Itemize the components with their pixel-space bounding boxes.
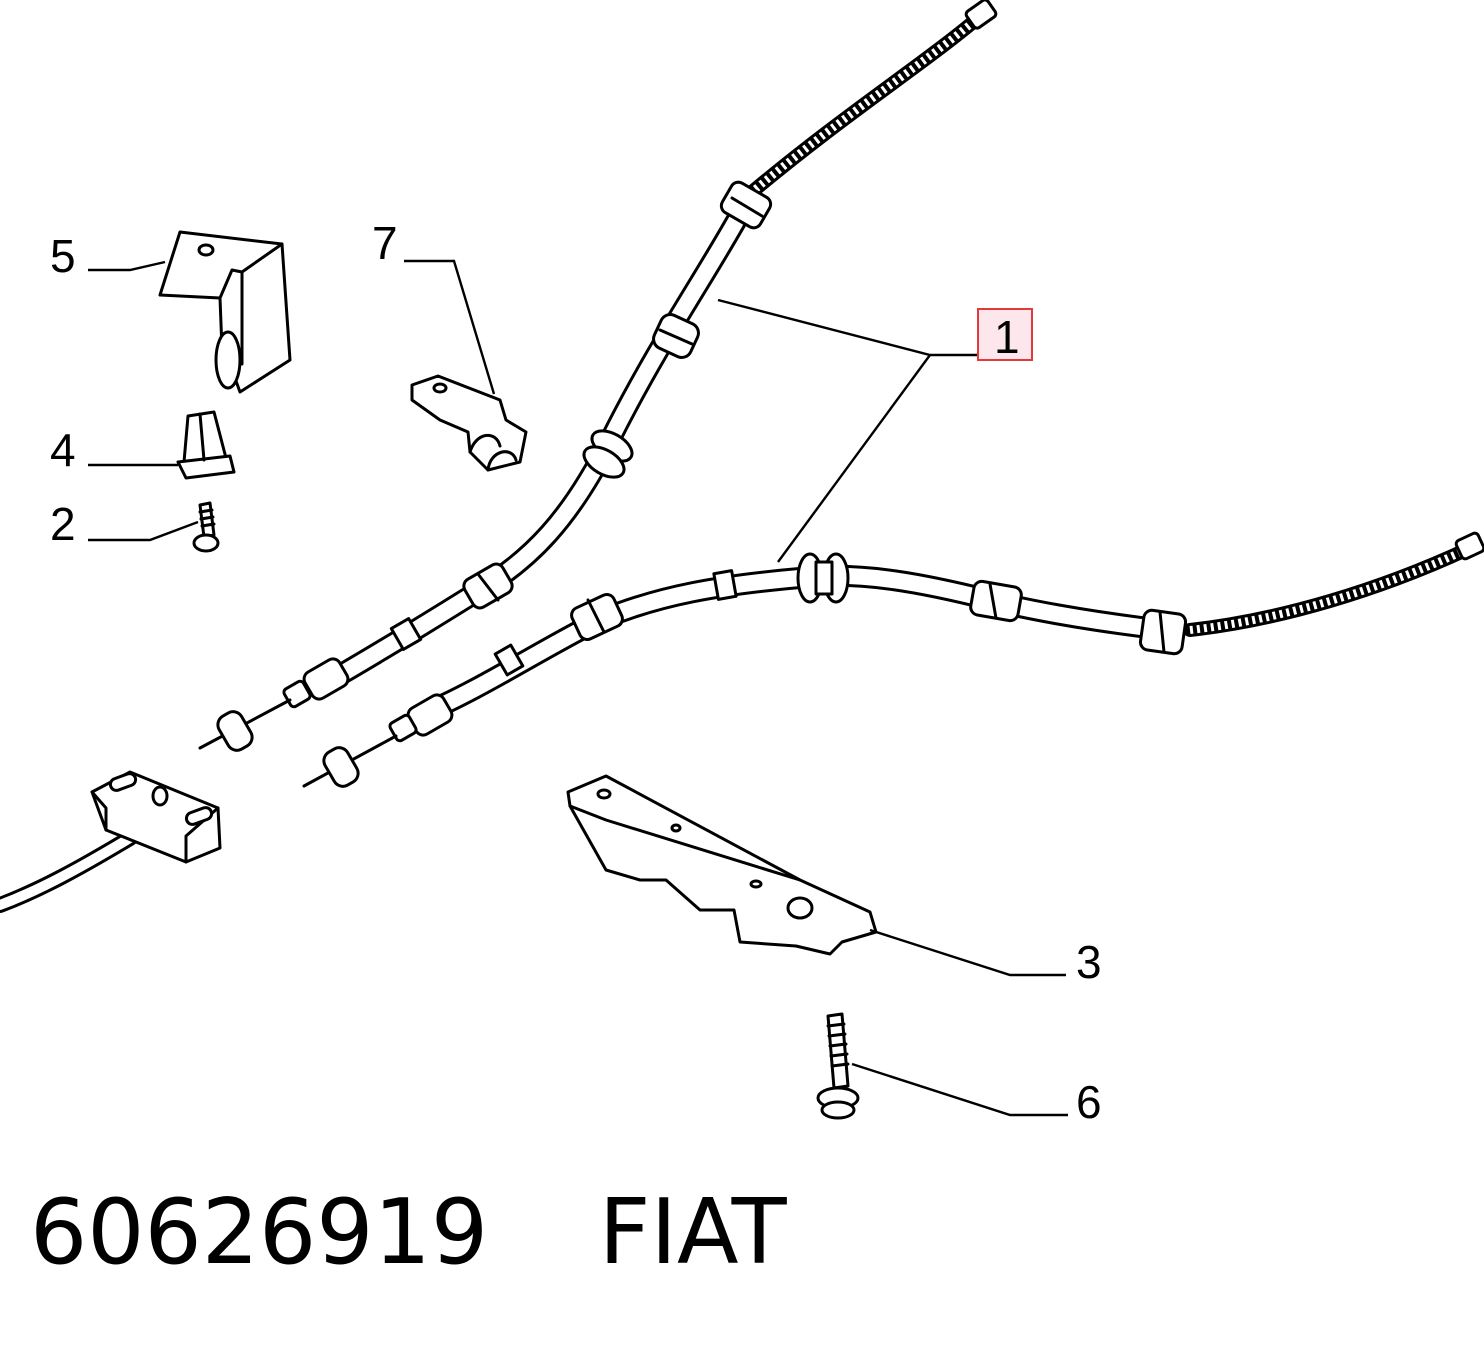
part-number: 60626919 (30, 1180, 489, 1285)
lower-cable-braided-sheath (1183, 541, 1477, 637)
upper-cable-nipple (216, 710, 254, 752)
callout-3: 3 (1076, 936, 1102, 988)
equalizer-bracket (0, 770, 222, 913)
lower-cable-end-fitting (388, 693, 454, 743)
upper-brake-cable (198, 0, 998, 752)
callout-4: 4 (50, 424, 76, 476)
lower-cable-end-cap (1454, 531, 1484, 561)
lower-cable-sleeve-joint-b (493, 643, 525, 677)
upper-cable-sleeve-joint (389, 617, 423, 651)
callout-1-highlight (977, 308, 1033, 361)
leader-line-5 (88, 260, 166, 272)
lower-cable-sleeve-joint-a (712, 569, 738, 601)
part-caption: 60626919 FIAT (30, 1178, 787, 1288)
lower-cable-outer-sheath (409, 564, 1176, 726)
leader-line-6 (851, 1062, 1068, 1117)
part-3-mounting-plate (566, 774, 878, 956)
callout-2: 2 (50, 498, 76, 550)
leader-line-7 (404, 259, 496, 395)
upper-cable-grommet-a (652, 313, 700, 359)
part-2-screw (192, 501, 220, 553)
part-4-rubber-cap (176, 410, 236, 480)
lower-cable-nipple (322, 746, 360, 788)
lower-cable-grommet-center (796, 552, 850, 604)
upper-cable-clip (462, 562, 514, 610)
lower-brake-cable (302, 531, 1484, 788)
brand-name: FIAT (598, 1180, 787, 1285)
leader-line-3 (869, 928, 1066, 977)
part-7-cable-clip (410, 374, 528, 472)
lower-cable-clip (570, 593, 624, 641)
lower-cable-grommet-right (969, 579, 1023, 623)
lower-cable-ferrule-right (1138, 608, 1188, 656)
leader-line-2 (88, 520, 199, 542)
upper-cable-end-cap (964, 0, 998, 30)
upper-cable-end-fitting (282, 657, 350, 709)
upper-cable-ferrule-top (719, 180, 773, 230)
part-6-bolt (816, 1012, 860, 1120)
upper-cable-grommet-b (582, 429, 634, 479)
part-5-bracket (158, 230, 292, 394)
callout-6: 6 (1076, 1076, 1102, 1128)
callout-7: 7 (372, 217, 398, 269)
callout-5: 5 (50, 230, 76, 282)
callout-1: 1 (994, 311, 1020, 363)
leader-line-1a (717, 298, 985, 357)
leader-line-1b (777, 354, 931, 563)
